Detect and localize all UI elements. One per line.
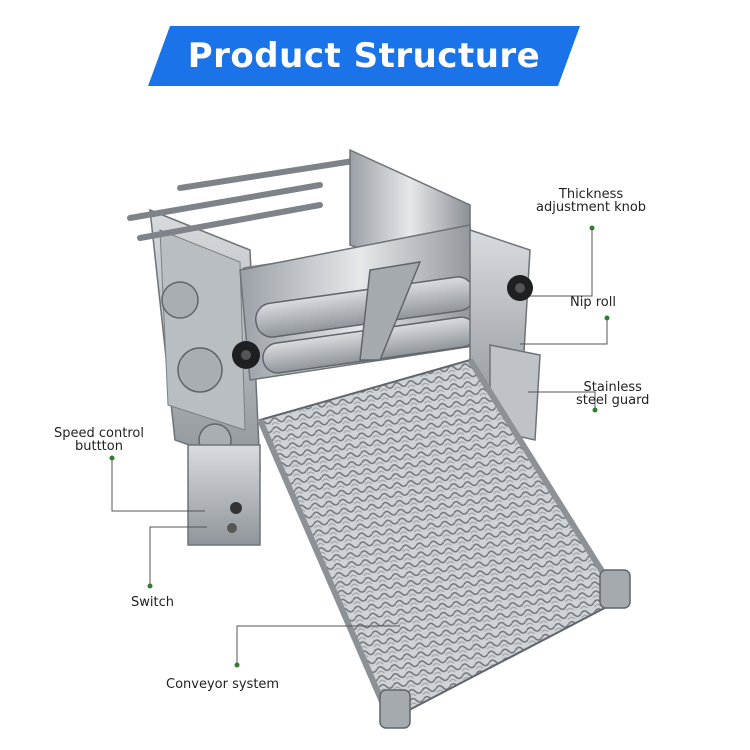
- page-title: Product Structure: [187, 36, 541, 76]
- label-conveyor: Conveyor system: [166, 677, 280, 692]
- label-stainless-guard: Stainless steel guard: [576, 380, 650, 408]
- label-speed-control: Speed control buttton: [54, 426, 144, 454]
- label-nip-roll: Nip roll: [570, 295, 616, 310]
- label-thickness-knob: Thickness adjustment knob: [536, 187, 647, 215]
- title-banner: Product Structure: [148, 26, 580, 86]
- label-switch: Switch: [131, 595, 174, 610]
